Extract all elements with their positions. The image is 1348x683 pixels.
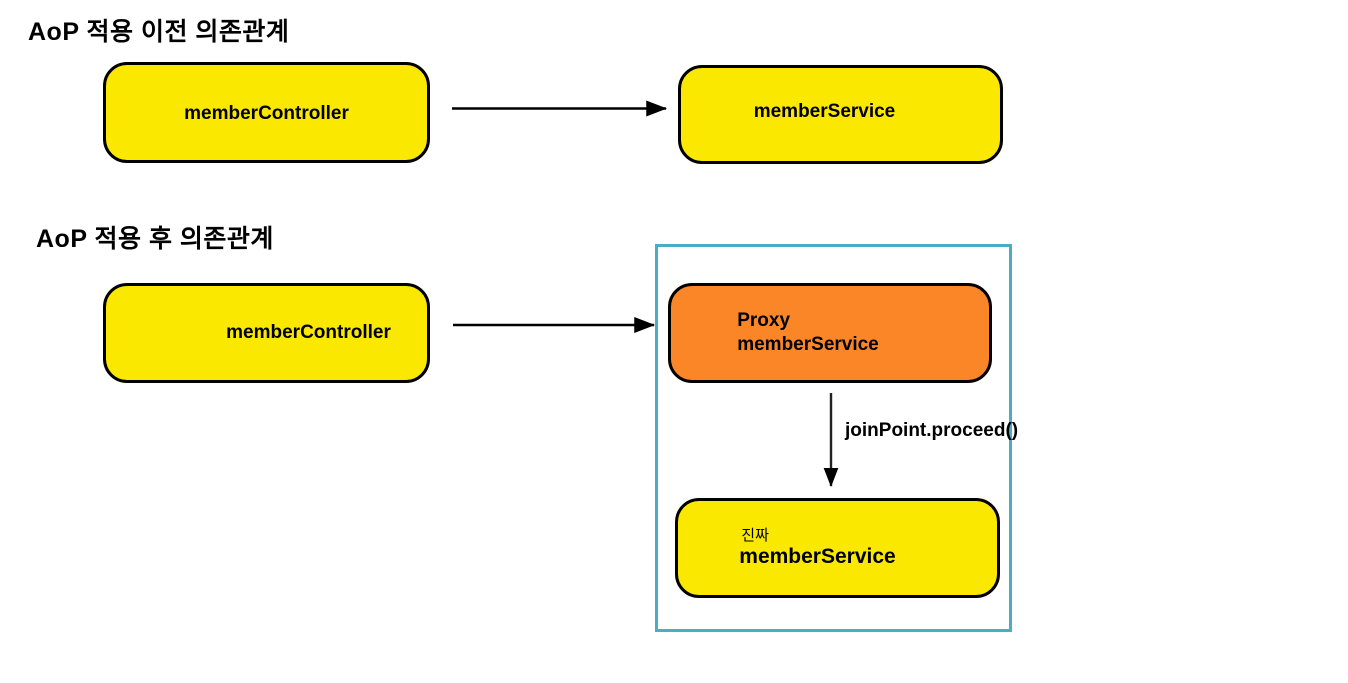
node-proxy-member-service[interactable]: Proxy memberService: [668, 283, 992, 383]
node-label: memberController: [226, 322, 391, 344]
node-member-controller-after[interactable]: memberController: [103, 283, 430, 383]
section-title-before: AoP 적용 이전 의존관계: [28, 18, 290, 46]
node-label: Proxy memberService: [737, 310, 879, 355]
node-label-group: 진짜 memberService: [739, 527, 895, 569]
node-real-member-service[interactable]: 진짜 memberService: [675, 498, 1000, 598]
node-label: memberService: [739, 545, 896, 569]
proxy-boundary-container: [655, 244, 1012, 632]
section-title-after: AoP 적용 후 의존관계: [36, 225, 274, 253]
node-label: memberController: [184, 102, 349, 124]
edge-label-joinpoint-proceed: joinPoint.proceed(): [845, 420, 1019, 441]
node-member-controller-before[interactable]: memberController: [103, 62, 430, 163]
node-member-service-before[interactable]: memberService: [678, 65, 1003, 164]
node-label: memberService: [753, 100, 896, 122]
node-label-qualifier: 진짜: [741, 526, 769, 544]
